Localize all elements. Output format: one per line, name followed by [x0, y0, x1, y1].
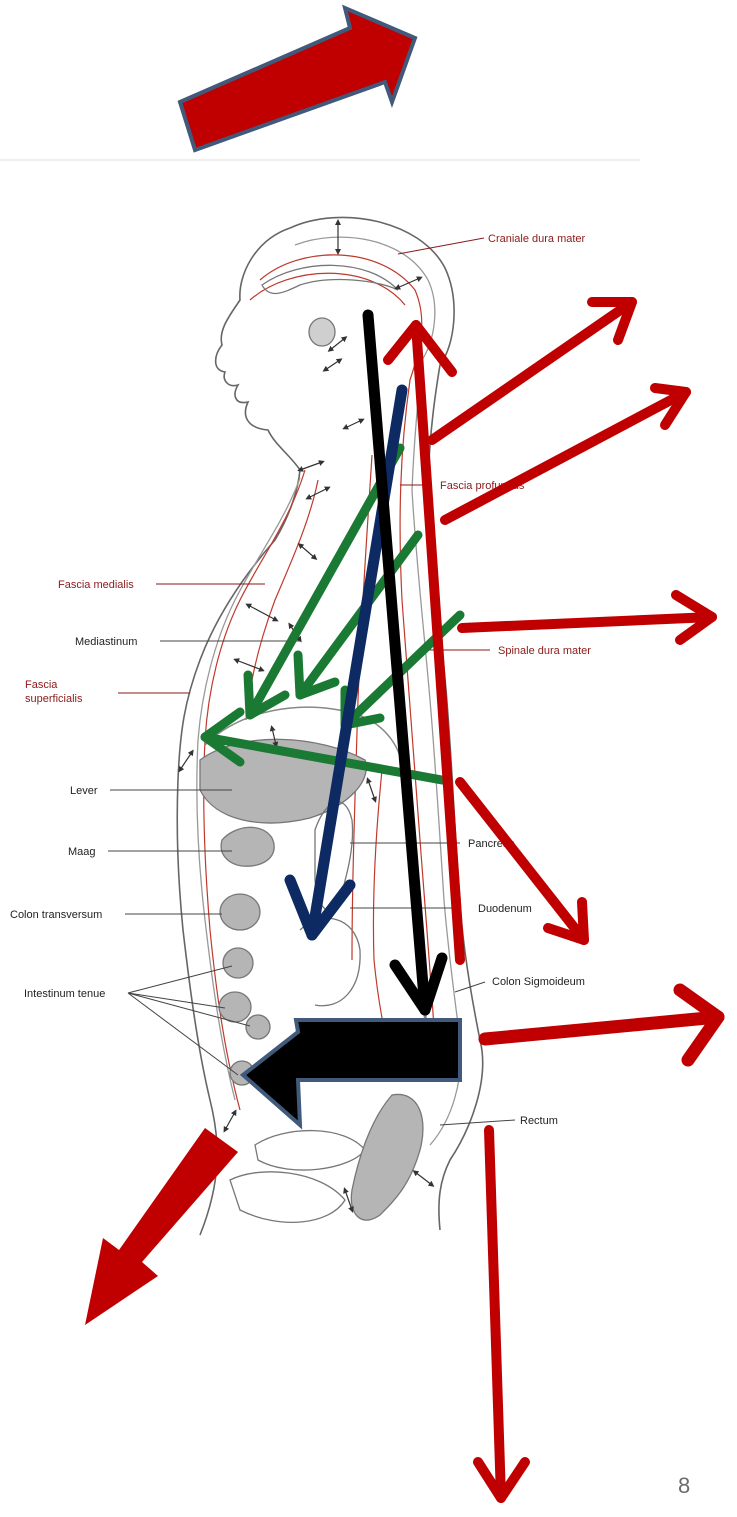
label-colon-sigmoideum: Colon Sigmoideum	[492, 976, 585, 988]
label-lever: Lever	[70, 785, 98, 797]
label-duodenum: Duodenum	[478, 903, 532, 915]
label-spinale-dura-mater: Spinale dura mater	[498, 645, 591, 657]
label-fascia-superficialis-2: superficialis	[25, 693, 83, 705]
black-block-arrow	[243, 1020, 460, 1125]
label-fascia-superficialis-1: Fascia	[25, 679, 58, 691]
label-rectum: Rectum	[520, 1115, 558, 1127]
red-arrows	[388, 302, 718, 1498]
label-fascia-medialis: Fascia medialis	[58, 579, 134, 591]
top-block-arrow	[180, 8, 415, 150]
red-block-arrow-lower-left	[85, 1128, 238, 1325]
label-maag: Maag	[68, 846, 96, 858]
label-colon-transversum: Colon transversum	[10, 909, 102, 921]
label-craniale-dura-mater: Craniale dura mater	[488, 233, 586, 245]
page-number: 8	[678, 1473, 690, 1498]
label-mediastinum: Mediastinum	[75, 636, 137, 648]
label-intestinum-tenue: Intestinum tenue	[24, 988, 105, 1000]
